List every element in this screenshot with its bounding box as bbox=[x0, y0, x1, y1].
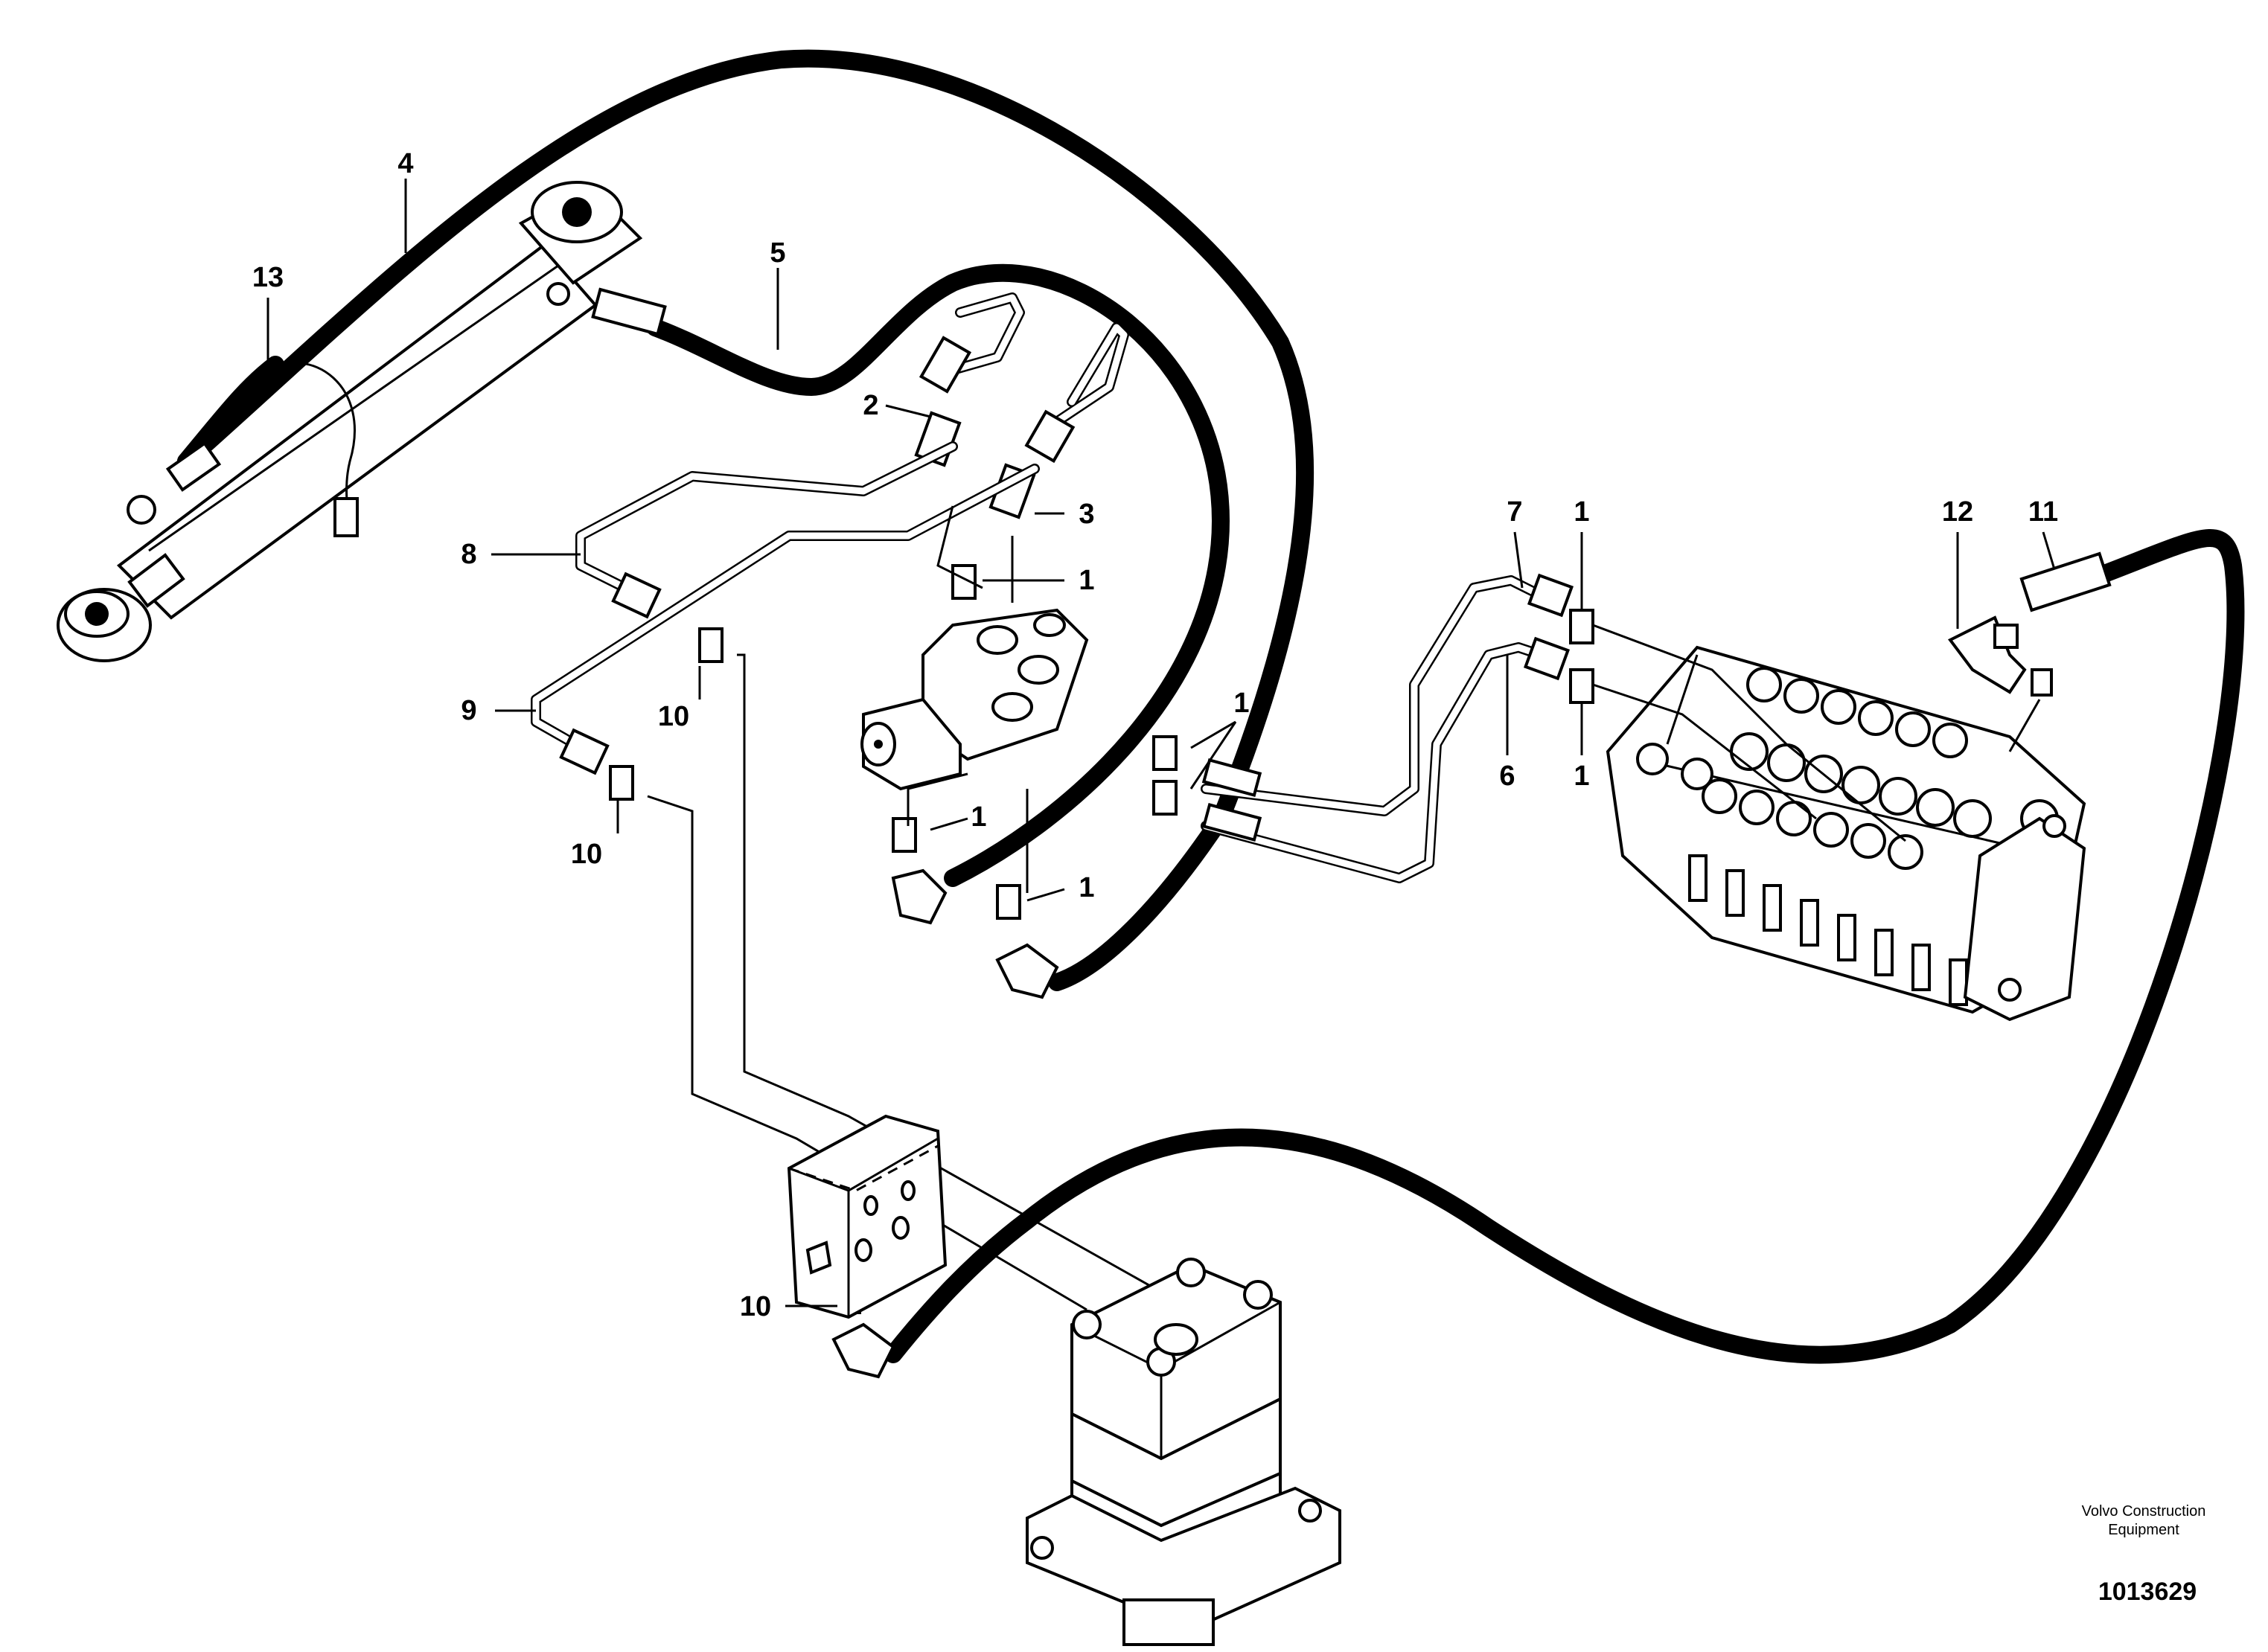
valve-spool-tabs bbox=[1688, 854, 1968, 1006]
drawing-number: 1013629 bbox=[2098, 1578, 2197, 1606]
callout-1-pair: 1 bbox=[1233, 688, 1249, 719]
brand-line-1: Volvo Construction bbox=[2082, 1503, 2206, 1520]
callout-9: 9 bbox=[461, 695, 476, 726]
callout-1-bottom-right: 1 bbox=[1574, 761, 1589, 792]
hose-11 bbox=[884, 529, 2245, 1364]
callout-4: 4 bbox=[397, 148, 413, 179]
pipe-2 bbox=[914, 292, 1025, 467]
manifold-block bbox=[787, 1114, 948, 1319]
callout-5: 5 bbox=[770, 237, 785, 269]
pipe-9 bbox=[531, 464, 1040, 775]
callout-2: 2 bbox=[863, 390, 878, 421]
pipe-6 bbox=[1201, 636, 1571, 883]
callout-10-left: 10 bbox=[571, 839, 602, 870]
callout-10-bottom: 10 bbox=[740, 1291, 771, 1322]
brand-line-2: Equipment bbox=[2108, 1522, 2179, 1538]
leader-lines bbox=[266, 179, 2056, 1307]
callout-10-upper: 10 bbox=[658, 701, 689, 732]
connection-lines bbox=[647, 505, 2041, 1319]
callout-12: 12 bbox=[1942, 496, 1973, 528]
callout-1-valve-top: 1 bbox=[1079, 565, 1094, 596]
callout-1-solenoid: 1 bbox=[971, 801, 986, 833]
callouts: 4 13 5 2 3 8 1 9 10 10 1 1 1 7 1 6 1 12 … bbox=[252, 148, 2058, 1322]
hose-end-fitting-11 bbox=[2019, 551, 2112, 612]
callout-1-top-right: 1 bbox=[1574, 496, 1589, 528]
title-block: Volvo Construction Equipment 1013629 bbox=[2082, 1503, 2206, 1606]
elbow-fitting-12 bbox=[1947, 615, 2053, 697]
callout-13: 13 bbox=[252, 262, 284, 293]
callout-1-lower: 1 bbox=[1079, 872, 1094, 903]
callout-11: 11 bbox=[2028, 496, 2058, 528]
hydraulic-cylinder bbox=[57, 181, 667, 662]
hydraulic-motor bbox=[1026, 1258, 1341, 1646]
callout-8: 8 bbox=[461, 539, 476, 570]
callout-3: 3 bbox=[1079, 499, 1094, 530]
pipe-7 bbox=[1201, 573, 1574, 816]
control-valve-block bbox=[1606, 645, 2086, 1022]
adapter-fittings bbox=[609, 564, 1594, 1314]
shuttle-valve bbox=[860, 608, 1089, 791]
callout-6: 6 bbox=[1499, 761, 1515, 792]
hose-5 bbox=[646, 263, 1230, 887]
pipe-8 bbox=[575, 441, 958, 619]
pipe-3 bbox=[988, 322, 1129, 519]
hose-elbow-ends bbox=[831, 758, 1262, 1379]
callout-7: 7 bbox=[1507, 496, 1522, 528]
